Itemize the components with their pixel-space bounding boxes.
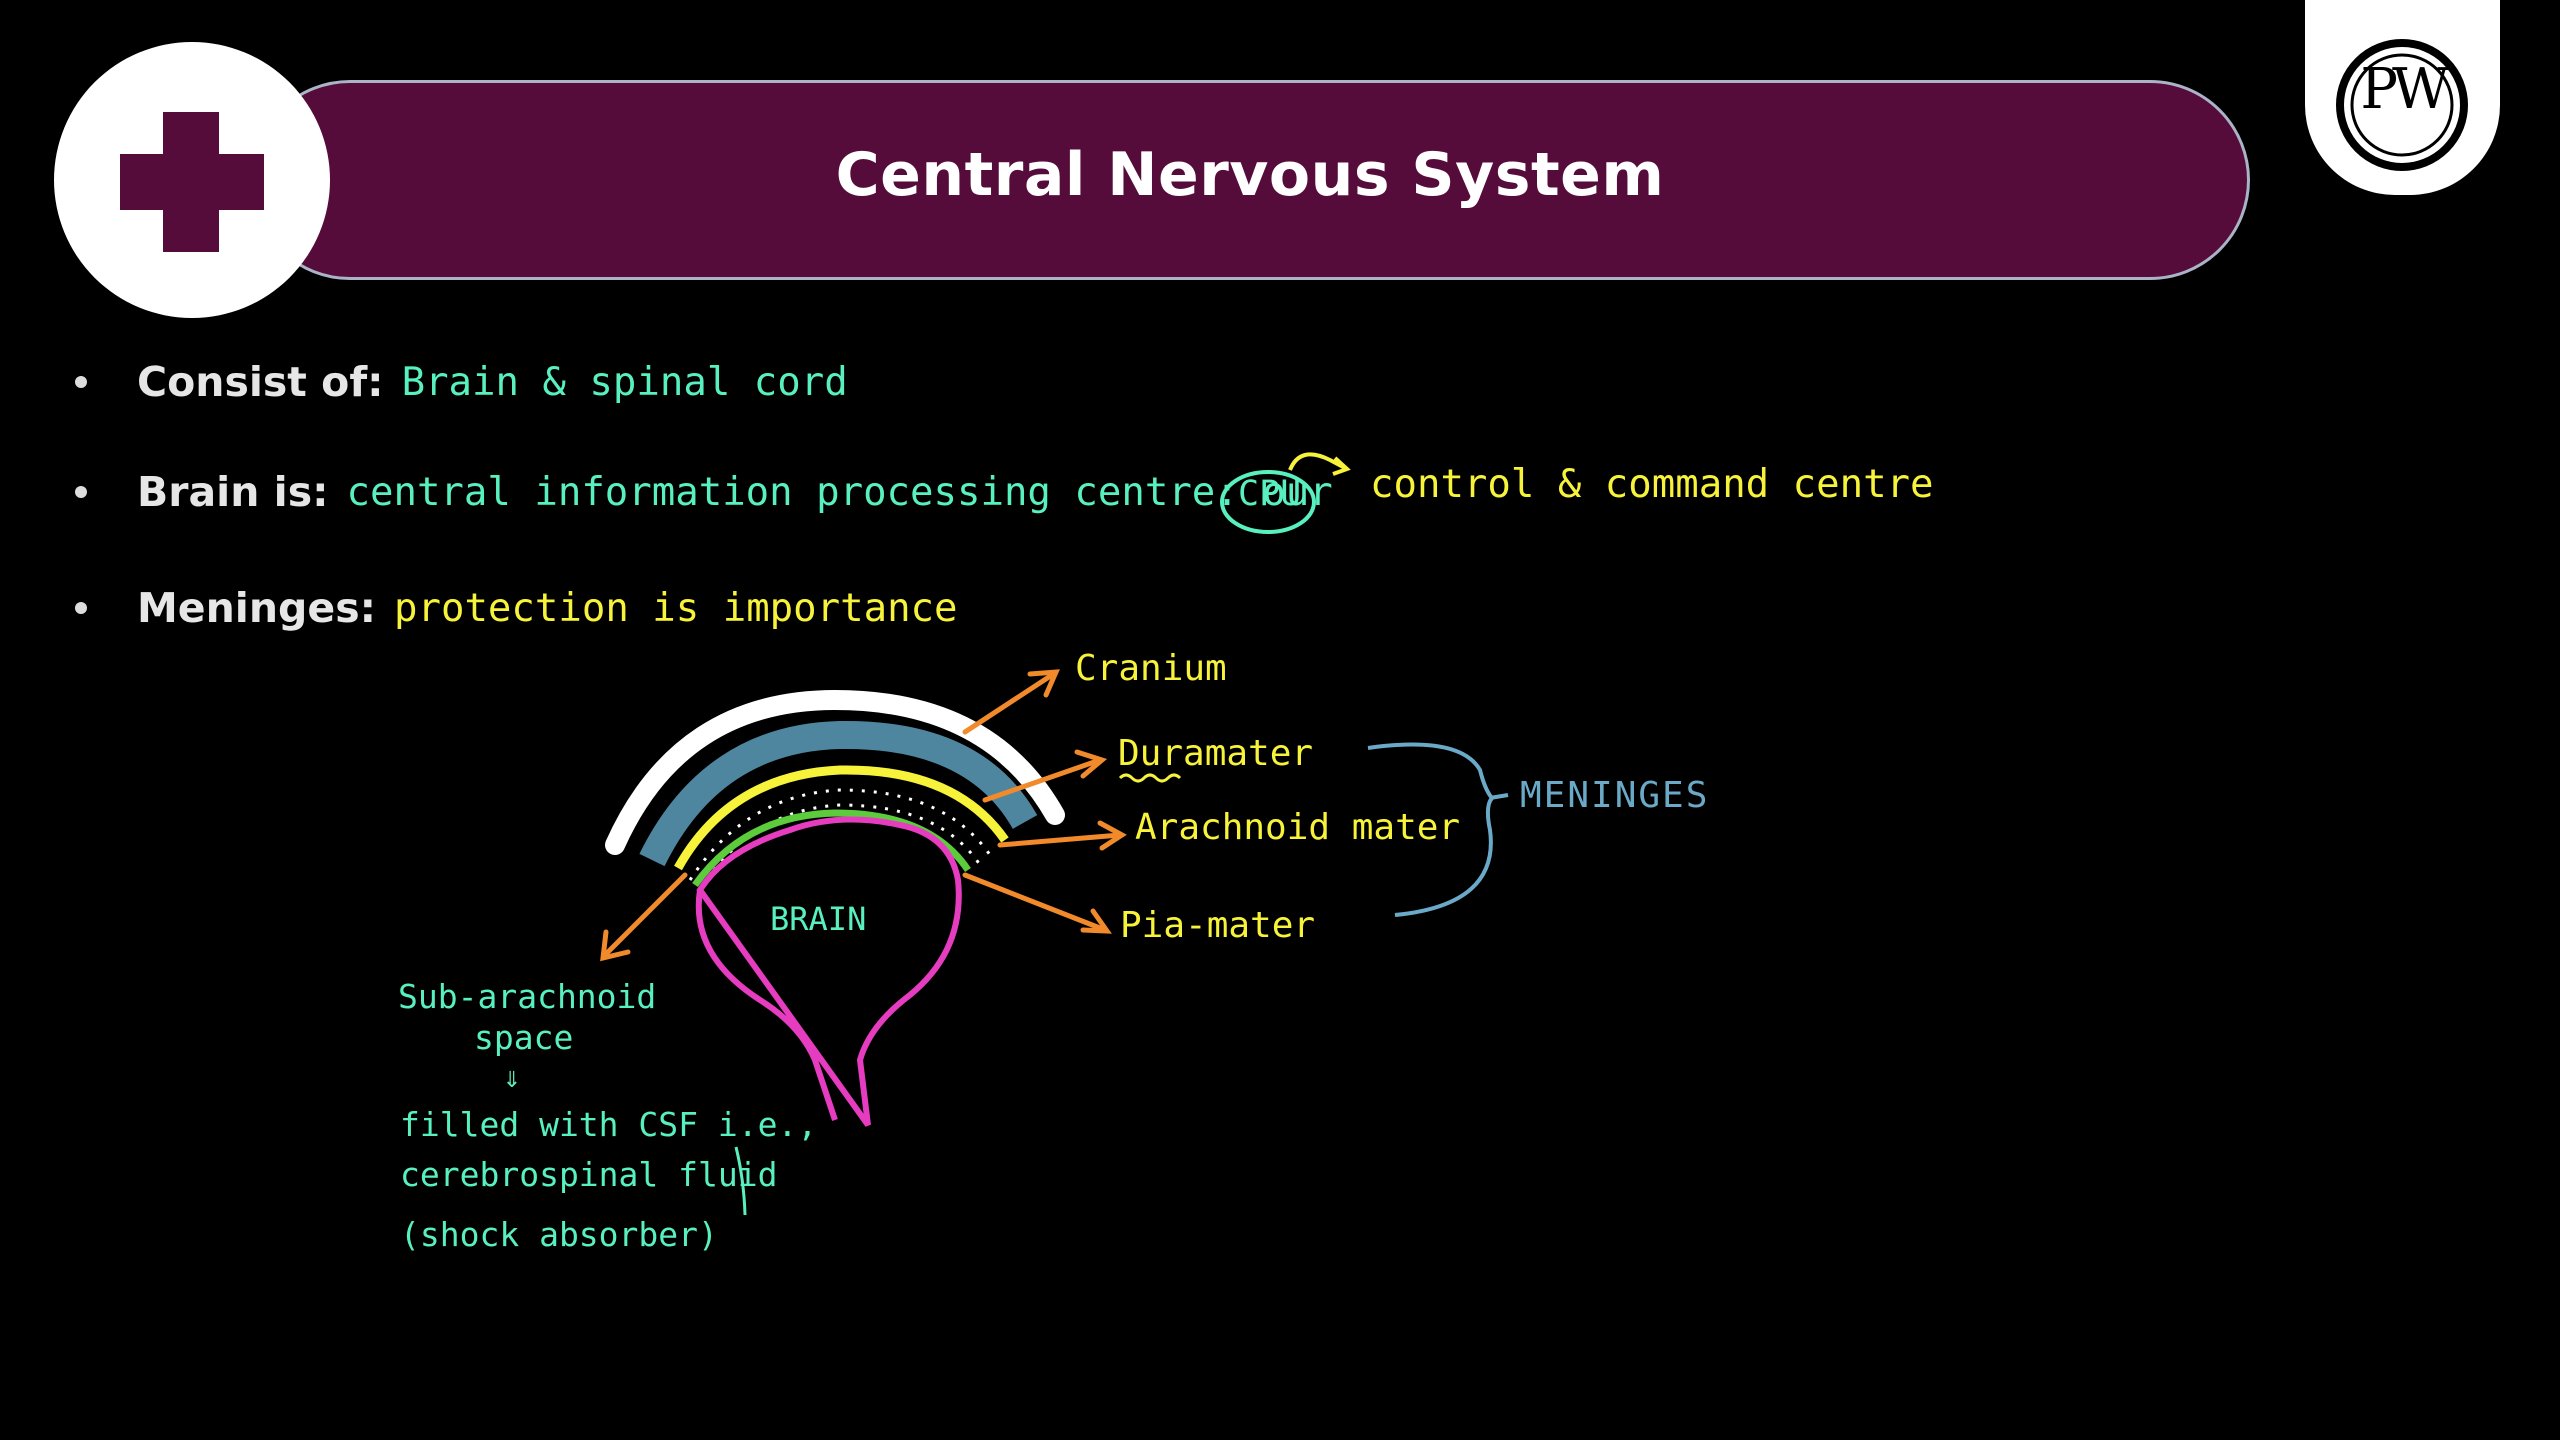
- duramater-underline: [1118, 773, 1182, 783]
- label-cranium: Cranium: [1075, 648, 1227, 689]
- title-banner: [250, 80, 2250, 280]
- bullet-label-meninges: Meninges:: [137, 584, 376, 632]
- plus-icon-bar: [120, 154, 264, 210]
- bullet-value-meninges: protection is importance: [394, 585, 958, 631]
- cpu-label: CPU: [1238, 474, 1302, 514]
- bullet-brain: Brain is: central information processing…: [75, 462, 1333, 522]
- label-csf-3: (shock absorber): [400, 1215, 718, 1254]
- control-command-text: control & command centre: [1370, 462, 1934, 507]
- duramater-layer: [639, 720, 1038, 867]
- pw-logo: PW: [2305, 0, 2500, 195]
- arrow-piamater: [962, 872, 1108, 933]
- label-brain: BRAIN: [770, 900, 867, 938]
- label-csf-2: cerebrospinal fluid: [400, 1155, 778, 1194]
- label-duramater: Duramater: [1118, 733, 1314, 774]
- pia-layer-green: [692, 809, 971, 888]
- down-arrow-icon: ⇓: [503, 1060, 522, 1095]
- bullet-label-consist: Consist of:: [137, 358, 384, 406]
- cranium-layer: [605, 689, 1065, 855]
- arrow-cranium: [962, 670, 1058, 735]
- label-csf-1: filled with CSF i.e.,: [400, 1105, 818, 1144]
- bullet-consist: Consist of: Brain & spinal cord: [75, 352, 848, 412]
- arrow-subarachnoid: [602, 872, 688, 958]
- pw-logo-icon: PW: [2336, 39, 2468, 171]
- label-subarachnoid: Sub-arachnoid: [398, 977, 657, 1016]
- label-space: space: [474, 1018, 574, 1057]
- arrow-arachnoid: [997, 832, 1123, 848]
- brain-outline: [695, 816, 962, 1127]
- csf-bracket: [734, 1146, 747, 1216]
- page-title: Central Nervous System: [835, 140, 1665, 210]
- cpu-circle: [1220, 470, 1316, 534]
- pw-logo-text: PW: [2360, 57, 2450, 122]
- arachnoid-layer: [674, 765, 1009, 871]
- label-meninges: MENINGES: [1520, 775, 1710, 816]
- label-arachnoid: Arachnoid mater: [1135, 807, 1461, 848]
- bullet-dot: [75, 602, 87, 614]
- label-piamater: Pia-mater: [1120, 905, 1316, 946]
- bullet-value-brain: central information processing centre: o…: [346, 469, 1333, 515]
- bullet-label-brain: Brain is:: [137, 468, 329, 516]
- subarachnoid-space: [688, 788, 992, 881]
- bullet-meninges: Meninges: protection is importance: [75, 578, 958, 638]
- bullet-dot: [75, 376, 87, 388]
- cpu-arrow: [1288, 452, 1346, 471]
- bullet-dot: [75, 486, 87, 498]
- bullet-value-consist: Brain & spinal cord: [401, 359, 848, 405]
- arrow-duramater: [982, 757, 1103, 803]
